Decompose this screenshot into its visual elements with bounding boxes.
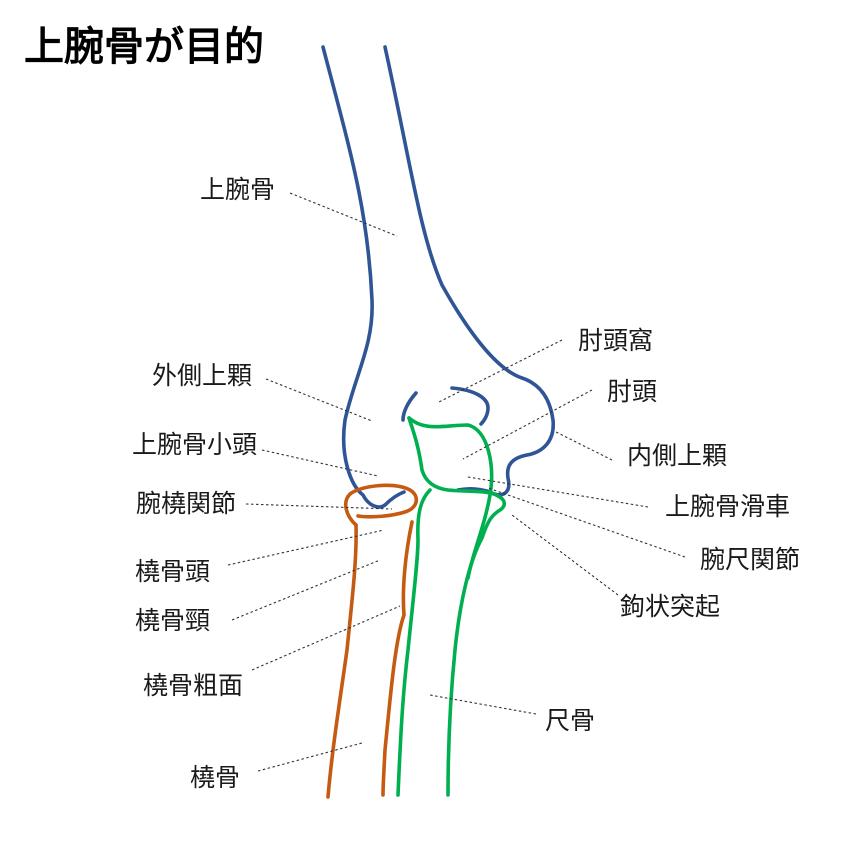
left-labels: 上腕骨 外側上顆 上腕骨小頭 腕橈関節 橈骨頭 橈骨頸 橈骨粗面 橈骨: [132, 175, 275, 792]
page-title: 上腕骨が目的: [24, 24, 264, 70]
label-ulna: 尺骨: [545, 706, 595, 735]
leader-trochlea: [467, 476, 649, 508]
leader-olecranon: [462, 389, 593, 460]
label-medial-epicondyle: 内側上顆: [627, 441, 727, 470]
leader-radial-tuberosity: [251, 605, 401, 671]
leader-capitulum: [261, 449, 379, 477]
label-coronoid-process: 鉤状突起: [620, 592, 720, 621]
label-lateral-epicondyle: 外側上顆: [152, 361, 252, 390]
radius-bone: [326, 483, 419, 799]
leader-radial-head: [227, 529, 385, 566]
leader-medial-epicondyle: [555, 431, 613, 461]
ulna-shaft-left: [396, 488, 432, 797]
humerus-medial-outline: [383, 45, 555, 497]
label-olecranon-fossa: 肘頭窩: [578, 326, 653, 355]
label-humerus: 上腕骨: [200, 175, 275, 204]
label-trochlea: 上腕骨滑車: [665, 492, 790, 521]
radius-shaft-right: [381, 520, 414, 797]
leader-lateral-epicondyle: [265, 378, 373, 422]
leader-radial-neck: [231, 559, 381, 621]
olecranon-fossa-left-rim: [401, 391, 418, 422]
label-radius: 橈骨: [190, 763, 240, 792]
leader-radius: [257, 742, 363, 772]
label-humeroulnar-joint: 腕尺関節: [700, 545, 800, 574]
right-labels: 肘頭窩 肘頭 内側上顆 上腕骨滑車 腕尺関節 鉤状突起 尺骨: [545, 326, 800, 735]
ulna-outline-right: [407, 416, 507, 797]
label-radial-head: 橈骨頭: [135, 557, 210, 586]
humerus-lateral-outline: [321, 45, 406, 509]
leader-coronoid-process: [511, 514, 619, 596]
label-radial-tuberosity: 橈骨粗面: [143, 671, 243, 700]
leader-lines: [227, 192, 686, 772]
leader-olecranon-fossa: [436, 339, 563, 404]
olecranon-fossa-right-rim: [450, 386, 490, 426]
leader-radiohumeral-joint: [245, 503, 393, 510]
label-radiohumeral-joint: 腕橈関節: [136, 489, 236, 518]
radius-shaft-left: [326, 523, 358, 799]
ulna-bone: [396, 416, 507, 797]
leader-ulna: [429, 694, 537, 715]
label-olecranon: 肘頭: [607, 377, 657, 406]
leader-humeroulnar-joint: [487, 487, 686, 558]
label-capitulum: 上腕骨小頭: [132, 430, 257, 459]
label-radial-neck: 橈骨頸: [135, 606, 210, 635]
leader-humerus: [289, 192, 398, 237]
humerus-bone: [321, 45, 555, 509]
ulna-outline-left: [407, 416, 494, 580]
radial-head-outline: [343, 483, 419, 527]
